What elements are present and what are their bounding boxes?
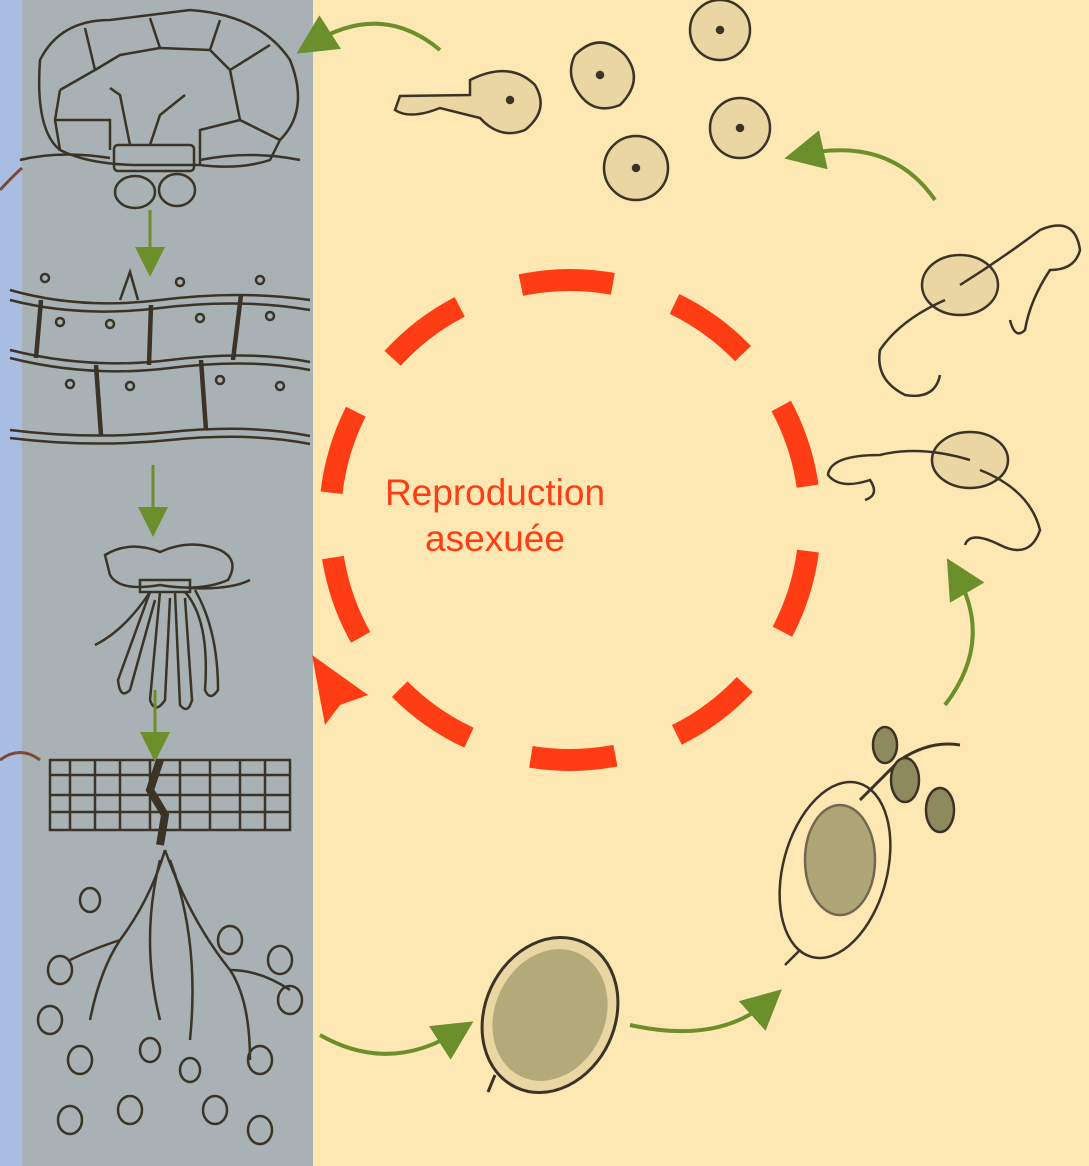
cycle-label: Reproduction asexuée	[330, 470, 660, 562]
cycle-label-line2: asexuée	[330, 516, 660, 562]
stem-stub-mid	[0, 753, 40, 761]
lemon-sporangium	[457, 915, 642, 1115]
germinating-sporangium	[761, 727, 960, 970]
mycelium-network	[10, 272, 310, 444]
encysted-zoospores	[395, 0, 770, 200]
leaf-cell-section	[20, 10, 300, 208]
stem-stub-top	[0, 168, 22, 190]
hyphae-bundle	[95, 544, 250, 709]
sporangiophore-section	[38, 760, 302, 1144]
motile-zoospores	[828, 226, 1080, 551]
cycle-arrowhead	[312, 655, 368, 725]
cycle-label-line1: Reproduction	[330, 470, 660, 516]
